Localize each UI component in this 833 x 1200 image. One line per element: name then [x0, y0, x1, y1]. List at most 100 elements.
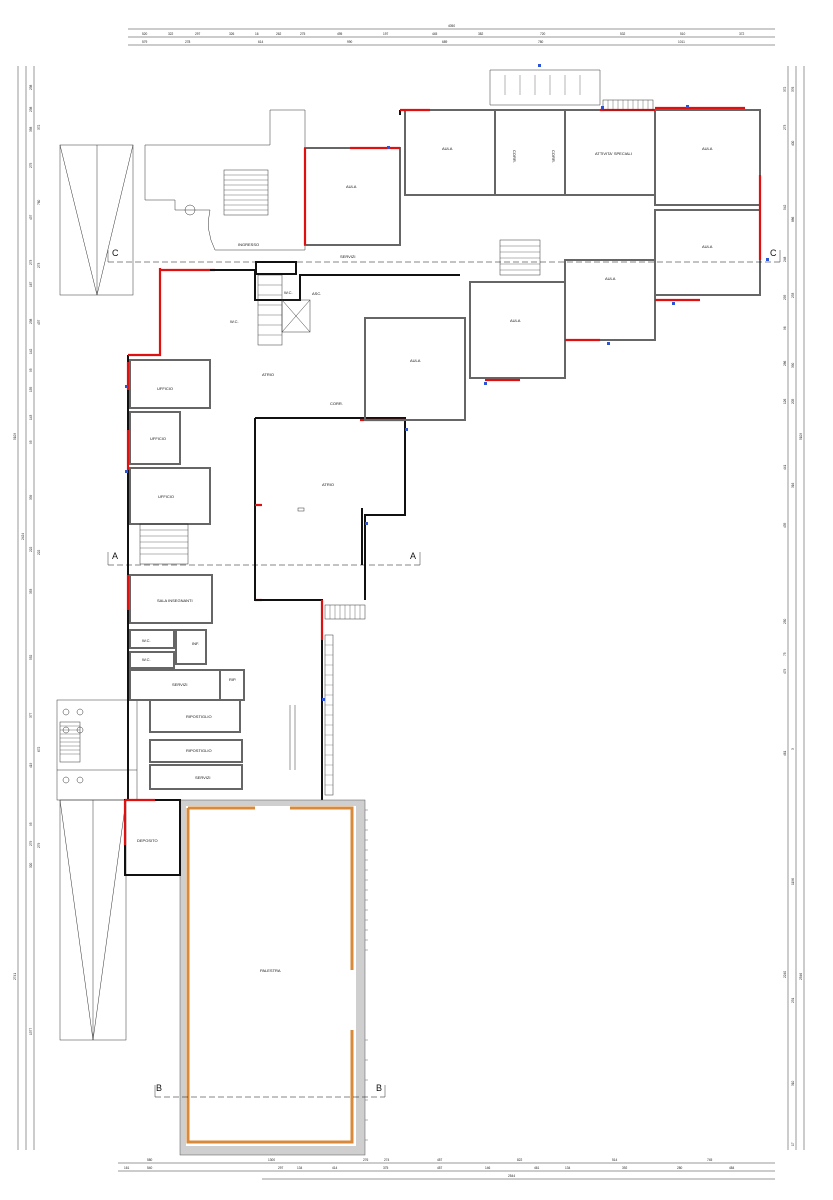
- room-label-inf: INF.: [192, 641, 199, 646]
- top-dim: 278: [185, 40, 191, 44]
- bottom-dim: 484: [729, 1166, 735, 1170]
- room-label-aula: AULA: [410, 358, 421, 363]
- room-label-sala-insegnanti: SALA INSEGNANTI: [157, 598, 193, 603]
- room-label-ufficio: UFFICIO: [157, 386, 173, 391]
- top-dim: 297: [195, 32, 201, 36]
- ingresso-block: [254, 417, 406, 602]
- left-dim: 275: [29, 162, 33, 168]
- left-dim: 372: [37, 124, 41, 130]
- top-dim: 520: [142, 32, 148, 36]
- left-dim: 279: [37, 842, 41, 848]
- west-wing: [126, 268, 245, 800]
- right-dim: 542: [783, 204, 787, 210]
- right-dim: 248: [783, 256, 787, 262]
- left-dim: 95: [29, 440, 33, 444]
- north-wing: [303, 69, 762, 421]
- right-dimension-lines: 372 273 542 248 295 96 286 126 441 435 2…: [783, 66, 805, 1150]
- top-overall-dim: 4050: [448, 24, 455, 28]
- top-dim: 197: [383, 32, 389, 36]
- left-dim: 142: [29, 348, 33, 354]
- top-dim: 510: [680, 32, 686, 36]
- right-dim: 231: [791, 997, 795, 1003]
- bottom-dim: 461: [534, 1166, 540, 1170]
- room-label-atrio: ATRIO: [322, 482, 334, 487]
- bottom-dimension-lines: 580 1300 276 274 457 822 514 745 161 540…: [118, 1158, 775, 1180]
- left-dim: 339: [29, 494, 33, 500]
- top-dim: 372: [739, 32, 745, 36]
- room-label-wc: W.C.: [284, 290, 293, 295]
- room-label-corr: CORR.: [512, 150, 517, 163]
- top-dim: 689: [442, 40, 448, 44]
- left-dim: 437: [37, 319, 41, 325]
- bottom-dim: 514: [612, 1158, 618, 1162]
- left-dim: 167: [29, 281, 33, 287]
- section-label-a-right: A: [410, 551, 416, 561]
- room-label-rip: RIP.: [229, 677, 236, 682]
- room-label-deposito: DEPOSITO: [137, 838, 158, 843]
- left-dim: 353: [29, 588, 33, 594]
- deposito-block: [123, 798, 181, 876]
- bottom-dim: 134: [297, 1166, 303, 1170]
- courtyard: [56, 699, 138, 801]
- right-overall-dim: 5109: [799, 433, 803, 440]
- right-dim: 3: [791, 748, 795, 750]
- bottom-dim: 540: [147, 1166, 153, 1170]
- left-dim: 155: [29, 386, 33, 392]
- top-dim: 326: [229, 32, 235, 36]
- bottom-dim: 134: [565, 1166, 571, 1170]
- gym: [179, 799, 368, 1156]
- bottom-dim: 161: [124, 1166, 130, 1170]
- room-label-aula: AULA: [605, 276, 616, 281]
- right-dim: 126: [783, 398, 787, 404]
- top-dim: 990: [347, 40, 353, 44]
- top-dim: 579: [142, 40, 148, 44]
- top-dim: 382: [478, 32, 484, 36]
- left-dim: 672: [37, 746, 41, 752]
- left-overall-dim: 5109: [13, 433, 17, 440]
- room-label-ripostiglio: RIPOSTIGLIO: [186, 748, 212, 753]
- room-label-aula: AULA: [510, 318, 521, 323]
- room-label-aula: AULA: [346, 184, 357, 189]
- room-label-wc: W.C.: [230, 319, 239, 324]
- room-label-servizi: SERVIZI: [172, 682, 188, 687]
- left-dim: 222: [29, 546, 33, 552]
- left-dim: 238: [29, 106, 33, 112]
- right-dim: 316: [791, 482, 795, 488]
- right-dim: 886: [791, 216, 795, 222]
- bottom-dim: 1300: [268, 1158, 275, 1162]
- left-dim: 419: [29, 762, 33, 768]
- bottom-dim: 146: [485, 1166, 491, 1170]
- top-dim: 16: [255, 32, 259, 36]
- left-dim: 320: [29, 862, 33, 868]
- right-dim: 205: [791, 398, 795, 404]
- right-overall-dim: 2546: [799, 973, 803, 980]
- right-dim: 479: [783, 668, 787, 674]
- room-label-ripostiglio: RIPOSTIGLIO: [186, 714, 212, 719]
- left-overall-dim: 2741: [13, 973, 17, 980]
- top-dim: 445: [432, 32, 438, 36]
- right-dim: 310: [791, 1080, 795, 1086]
- bottom-dim: 280: [677, 1166, 683, 1170]
- left-dim: 273: [29, 259, 33, 265]
- room-label-ufficio: UFFICIO: [150, 436, 166, 441]
- left-dim: 1377: [29, 1028, 33, 1035]
- left-dim: 222: [37, 549, 41, 555]
- right-dim: 372: [783, 86, 787, 92]
- room-label-ascensore: ASC.: [312, 291, 321, 296]
- left-ramp-lower: [59, 799, 127, 1041]
- section-label-c-right: C: [770, 248, 777, 258]
- bottom-dim: 822: [517, 1158, 523, 1162]
- room-label-corr: CORR.: [330, 401, 343, 406]
- right-dim: 1196: [791, 878, 795, 885]
- right-dim: 75: [783, 652, 787, 656]
- left-dim: 358: [29, 126, 33, 132]
- left-dim: 377: [29, 712, 33, 718]
- left-dim: 143: [29, 414, 33, 420]
- right-dim: 390: [791, 362, 795, 368]
- room-label-aula: AULA: [442, 146, 453, 151]
- section-label-b-right: B: [376, 1083, 382, 1093]
- right-dim: 295: [783, 294, 787, 300]
- section-label-a-left: A: [112, 551, 118, 561]
- left-dim: 273: [37, 262, 41, 268]
